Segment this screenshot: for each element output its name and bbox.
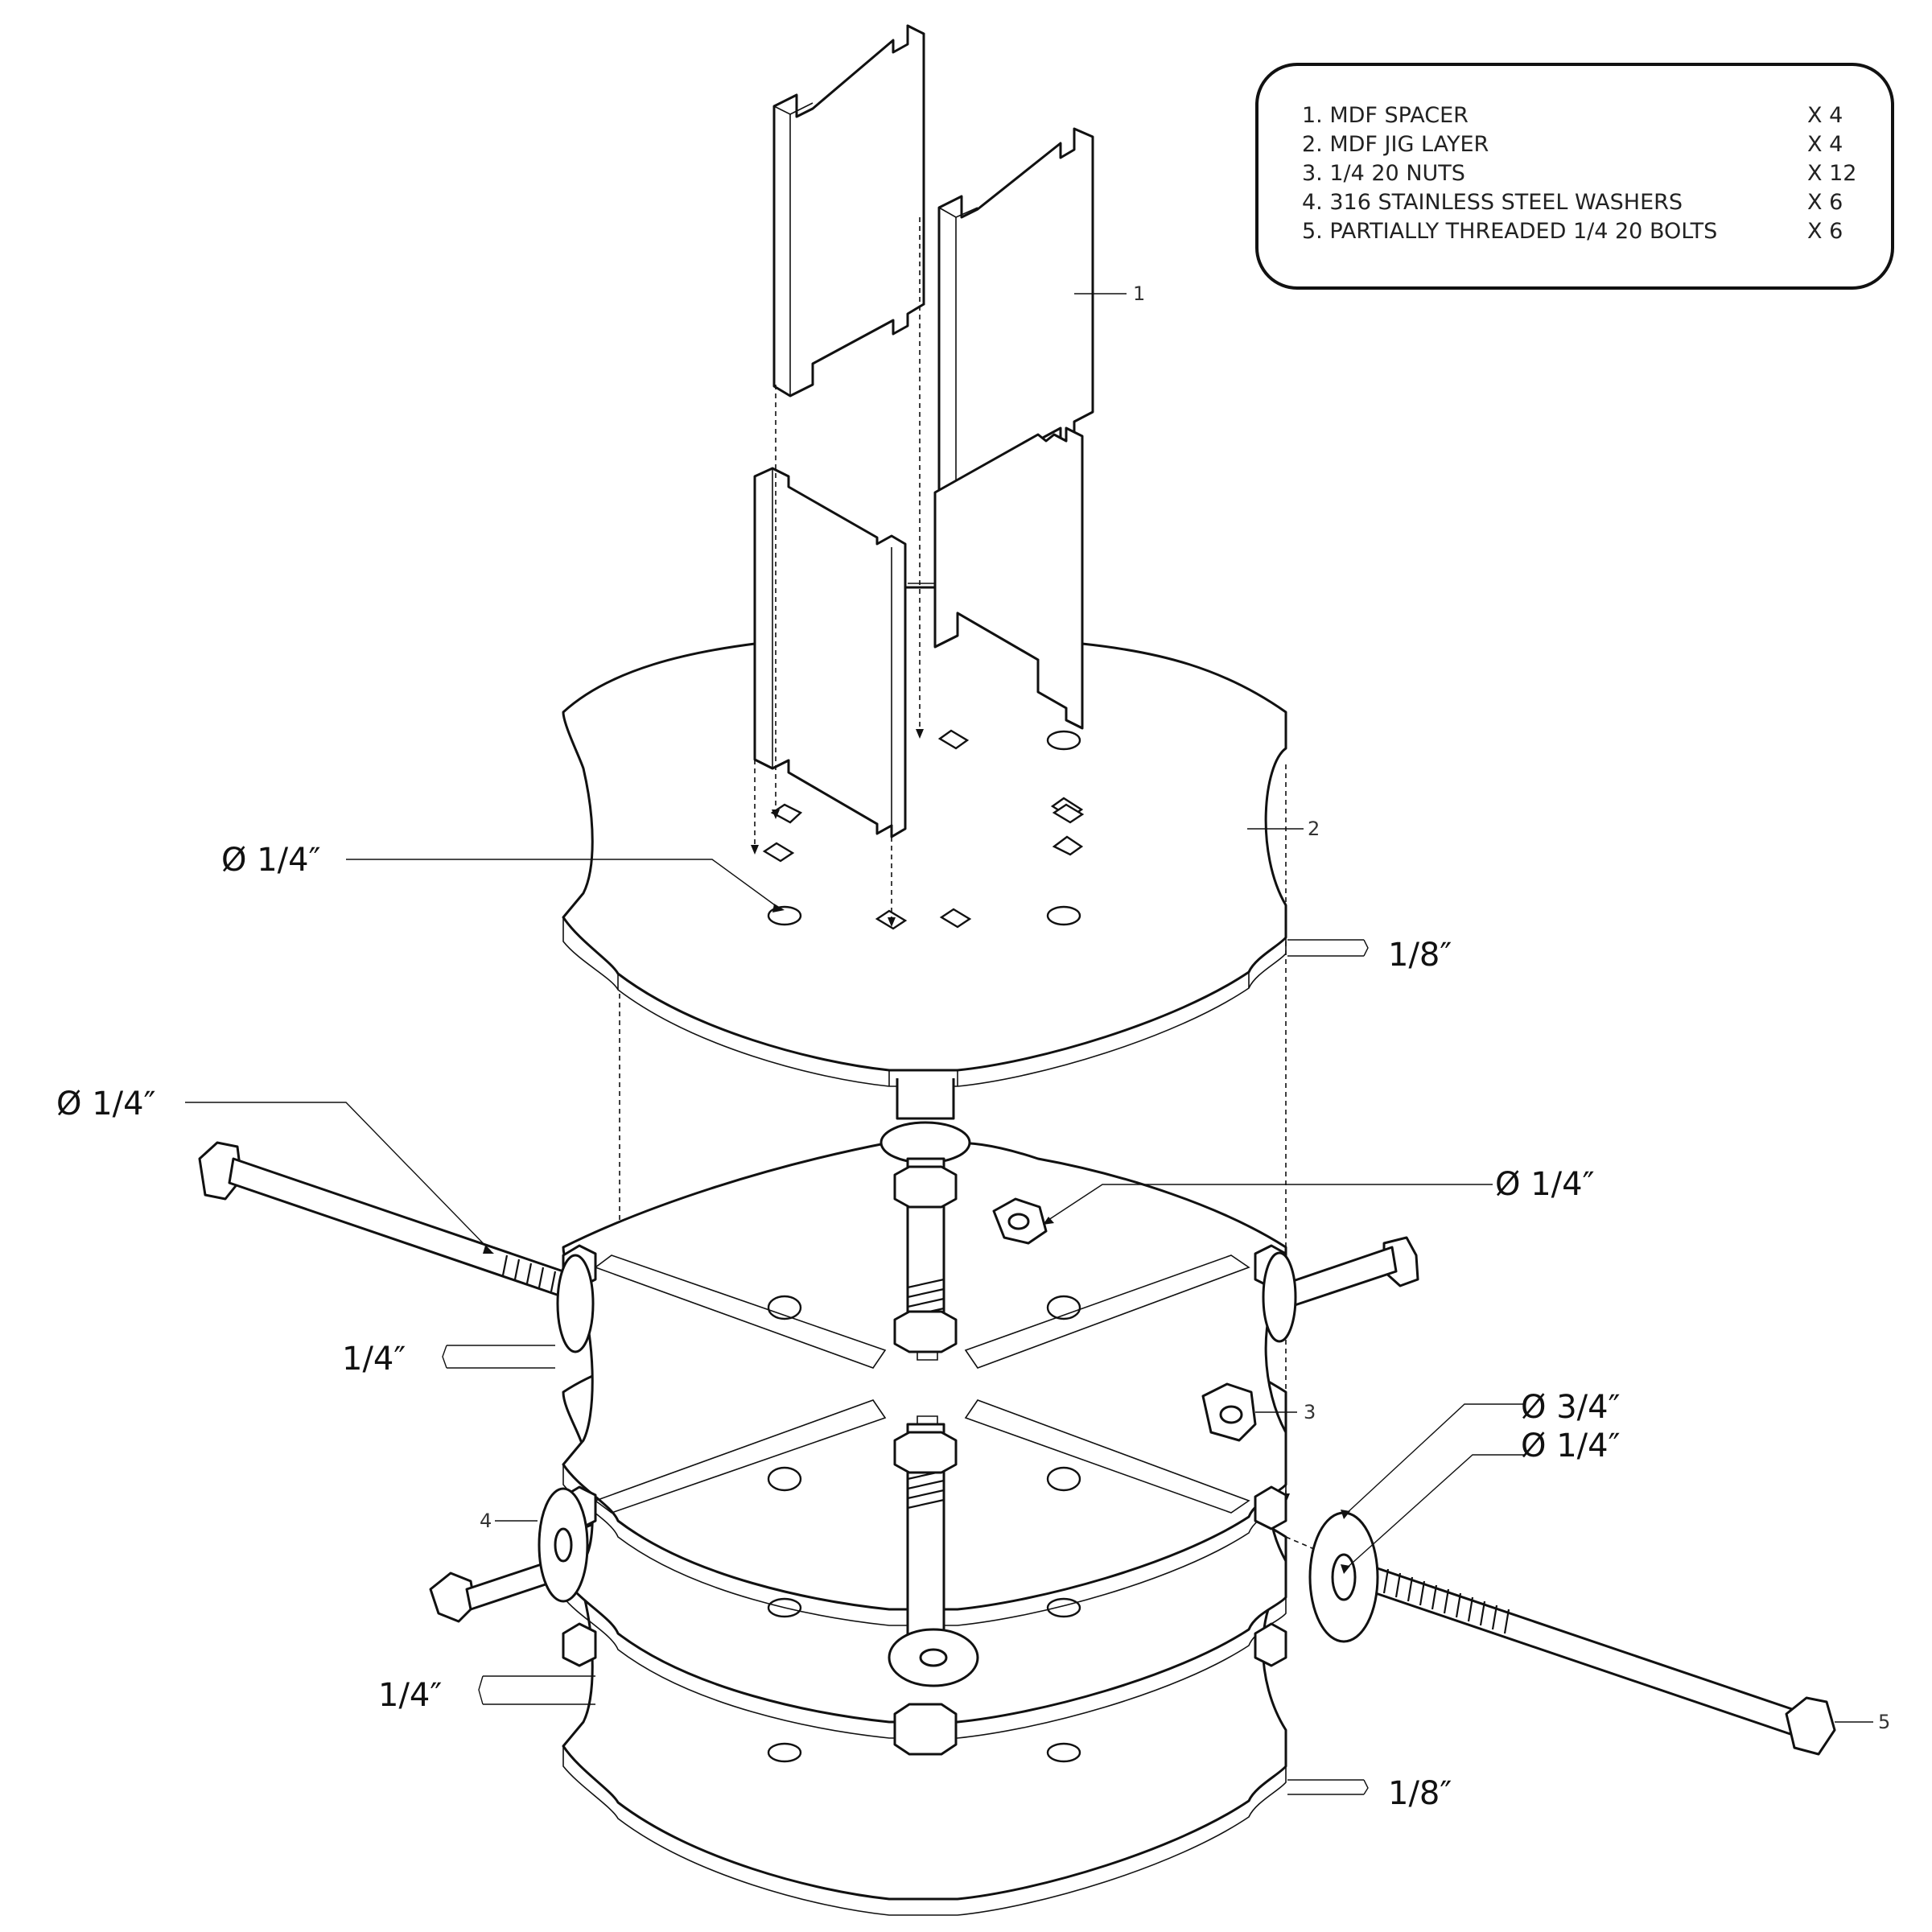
washer-exploded xyxy=(1308,1511,1379,1643)
legend-item-1: 1. MDF SPACER xyxy=(1302,103,1469,128)
bolt-upper-left xyxy=(198,1141,595,1353)
bolt-upper-right xyxy=(1262,1236,1419,1343)
mdf-spacer-back-left xyxy=(772,24,925,398)
bolt-lower-right-exploded xyxy=(1362,1563,1836,1756)
mdf-jig-layer-top xyxy=(562,586,1287,1087)
center-bolt-top xyxy=(879,1078,971,1353)
callout-jig-layer: 2 xyxy=(1308,818,1320,840)
part-callouts: 1 2 3 4 5 xyxy=(480,282,1890,1733)
callout-nut: 3 xyxy=(1304,1401,1316,1423)
center-bolt-bottom xyxy=(888,1423,979,1756)
nut-lower xyxy=(1201,1382,1257,1442)
nut-upper xyxy=(992,1197,1048,1245)
legend-qty-4: X 6 xyxy=(1807,190,1843,215)
dim-nut-dia: Ø 1/4″ xyxy=(1495,1166,1595,1203)
dim-washer-outer-dia: Ø 3/4″ xyxy=(1521,1389,1621,1426)
legend-item-3: 3. 1/4 20 NUTS xyxy=(1302,161,1465,186)
jig-hole xyxy=(1046,730,1081,751)
legend-item-5: 5. PARTIALLY THREADED 1/4 20 BOLTS xyxy=(1302,219,1717,244)
legend-item-4: 4. 316 STAINLESS STEEL WASHERS xyxy=(1302,190,1683,215)
legend-qty-1: X 4 xyxy=(1807,103,1843,128)
dim-spacer-gap-lower: 1/4″ xyxy=(378,1677,442,1714)
callout-bolt: 5 xyxy=(1878,1711,1890,1733)
callout-spacer: 1 xyxy=(1133,282,1145,305)
jig-hole xyxy=(1046,905,1081,926)
legend-item-2: 2. MDF JIG LAYER xyxy=(1302,132,1489,157)
dim-bolt-dia-left: Ø 1/4″ xyxy=(56,1085,156,1123)
dim-spacer-gap-upper: 1/4″ xyxy=(342,1341,406,1378)
parts-legend: 1. MDF SPACER X 4 2. MDF JIG LAYER X 4 3… xyxy=(1255,63,1894,290)
callout-washer: 4 xyxy=(480,1510,492,1532)
dim-washer-inner-dia: Ø 1/4″ xyxy=(1521,1427,1621,1464)
dim-layer-thickness-bottom: 1/8″ xyxy=(1388,1775,1452,1812)
legend-qty-3: X 12 xyxy=(1807,161,1856,186)
washer-lower-left xyxy=(538,1487,589,1603)
dim-top-hole-dia: Ø 1/4″ xyxy=(221,842,321,879)
legend-qty-2: X 4 xyxy=(1807,132,1843,157)
dim-layer-thickness-top: 1/8″ xyxy=(1388,937,1452,974)
legend-qty-5: X 6 xyxy=(1807,219,1843,244)
dimension-annotations: Ø 1/4″ 1/8″ Ø 1/4″ Ø 1/4″ 1/4″ Ø 3/4″ Ø … xyxy=(56,842,1621,1812)
